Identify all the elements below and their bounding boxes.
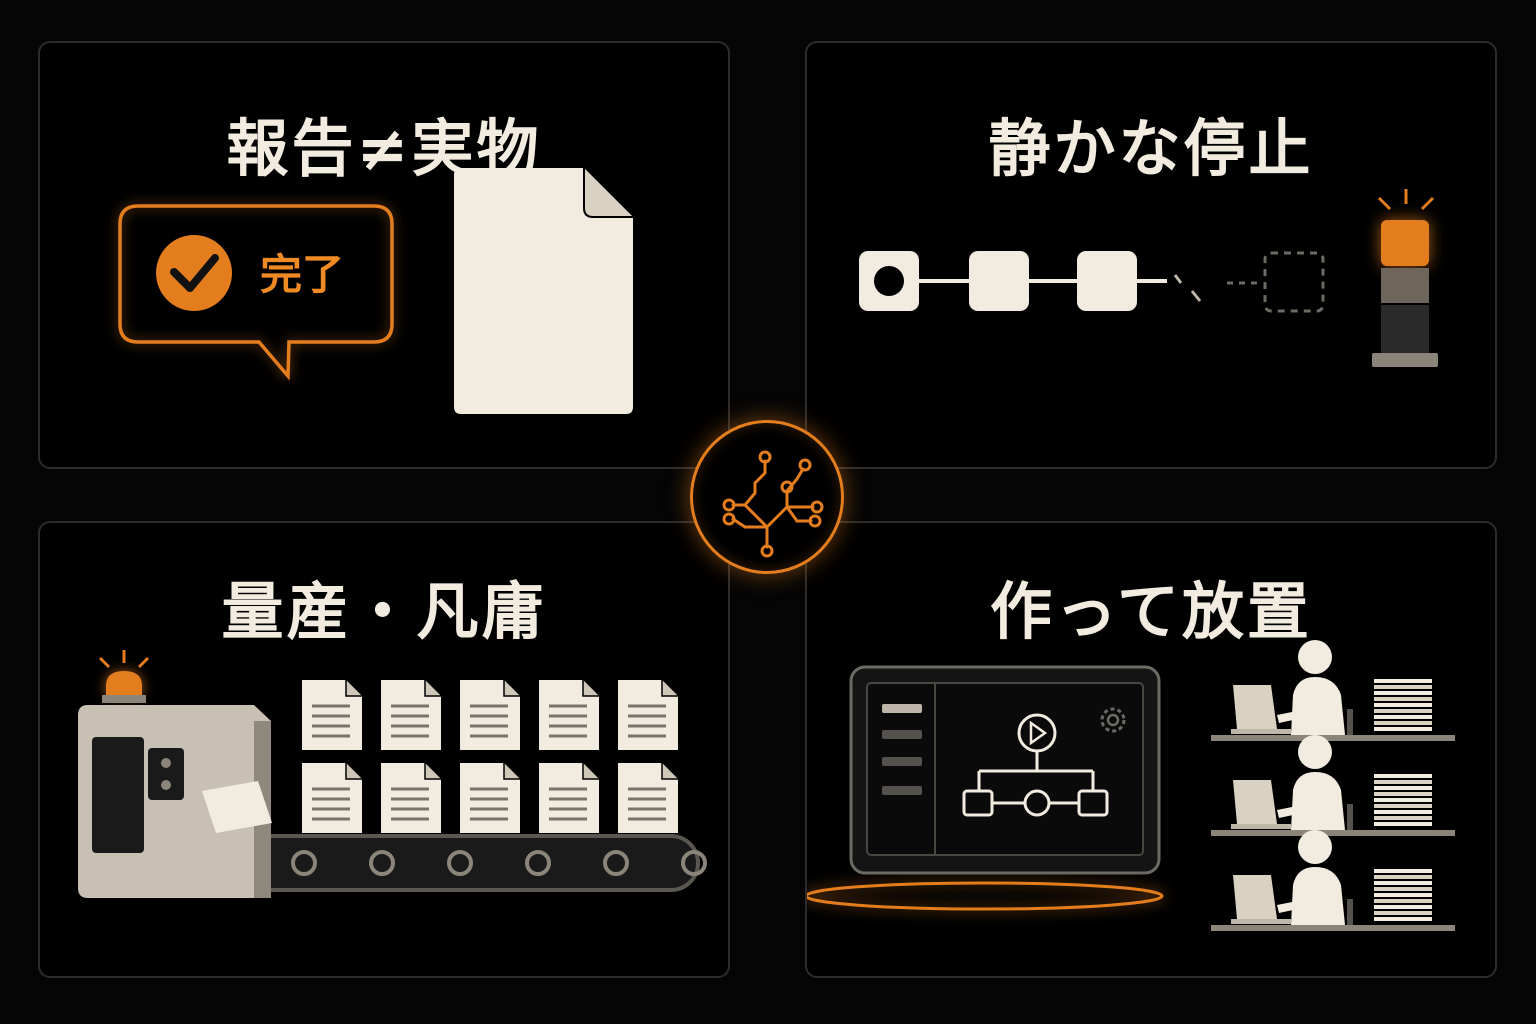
document-icon [302, 763, 362, 833]
worker-rows [1211, 640, 1455, 931]
roller [369, 850, 395, 876]
build-and-leave-illustration [807, 640, 1455, 931]
document-icon [381, 763, 441, 833]
panel-title: 作って放置 [990, 575, 1312, 648]
silent-stop-illustration [859, 189, 1438, 367]
panel-title: 静かな停止 [988, 112, 1314, 185]
panel-build-and-leave: 作って放置 [805, 521, 1497, 978]
mass-production-illustration [78, 650, 707, 898]
roller [525, 850, 551, 876]
roller [681, 850, 707, 876]
broken-pipeline-icon [859, 251, 1325, 313]
panel-silent-stop: 静かな停止 [805, 41, 1497, 469]
office-worker-icon [1211, 735, 1455, 836]
bubble-label: 完了 [260, 250, 344, 299]
panel-mass-production: 量産・凡庸 [38, 521, 730, 978]
blank-document-icon [454, 168, 633, 414]
check-circle-icon [156, 235, 232, 311]
ai-hub [690, 420, 844, 574]
ai-circuit-icon [722, 450, 824, 558]
roller [603, 850, 629, 876]
document-icon [381, 680, 441, 750]
panel-title: 量産・凡庸 [221, 575, 547, 648]
workflow-editor-icon [807, 665, 1164, 911]
signal-tower-light-icon [1372, 189, 1438, 367]
document-icon [539, 680, 599, 750]
document-icon [460, 763, 520, 833]
warning-beacon-icon [98, 650, 150, 703]
report-illustration: 完了 [118, 168, 633, 414]
document-icon [618, 763, 678, 833]
roller [291, 850, 317, 876]
roller [447, 850, 473, 876]
document-icon [618, 680, 678, 750]
factory-machine-icon [78, 705, 272, 898]
conveyor-belt [200, 834, 707, 892]
document-icon [460, 680, 520, 750]
gear-icon [1100, 707, 1126, 733]
office-worker-icon [1211, 640, 1455, 741]
document-icon [539, 763, 599, 833]
panel-report-vs-reality: 報告≠実物 完了 [38, 41, 730, 469]
document-icon [302, 680, 362, 750]
completion-bubble: 完了 [118, 204, 394, 381]
document-grid [302, 680, 678, 833]
office-worker-icon [1211, 830, 1455, 931]
